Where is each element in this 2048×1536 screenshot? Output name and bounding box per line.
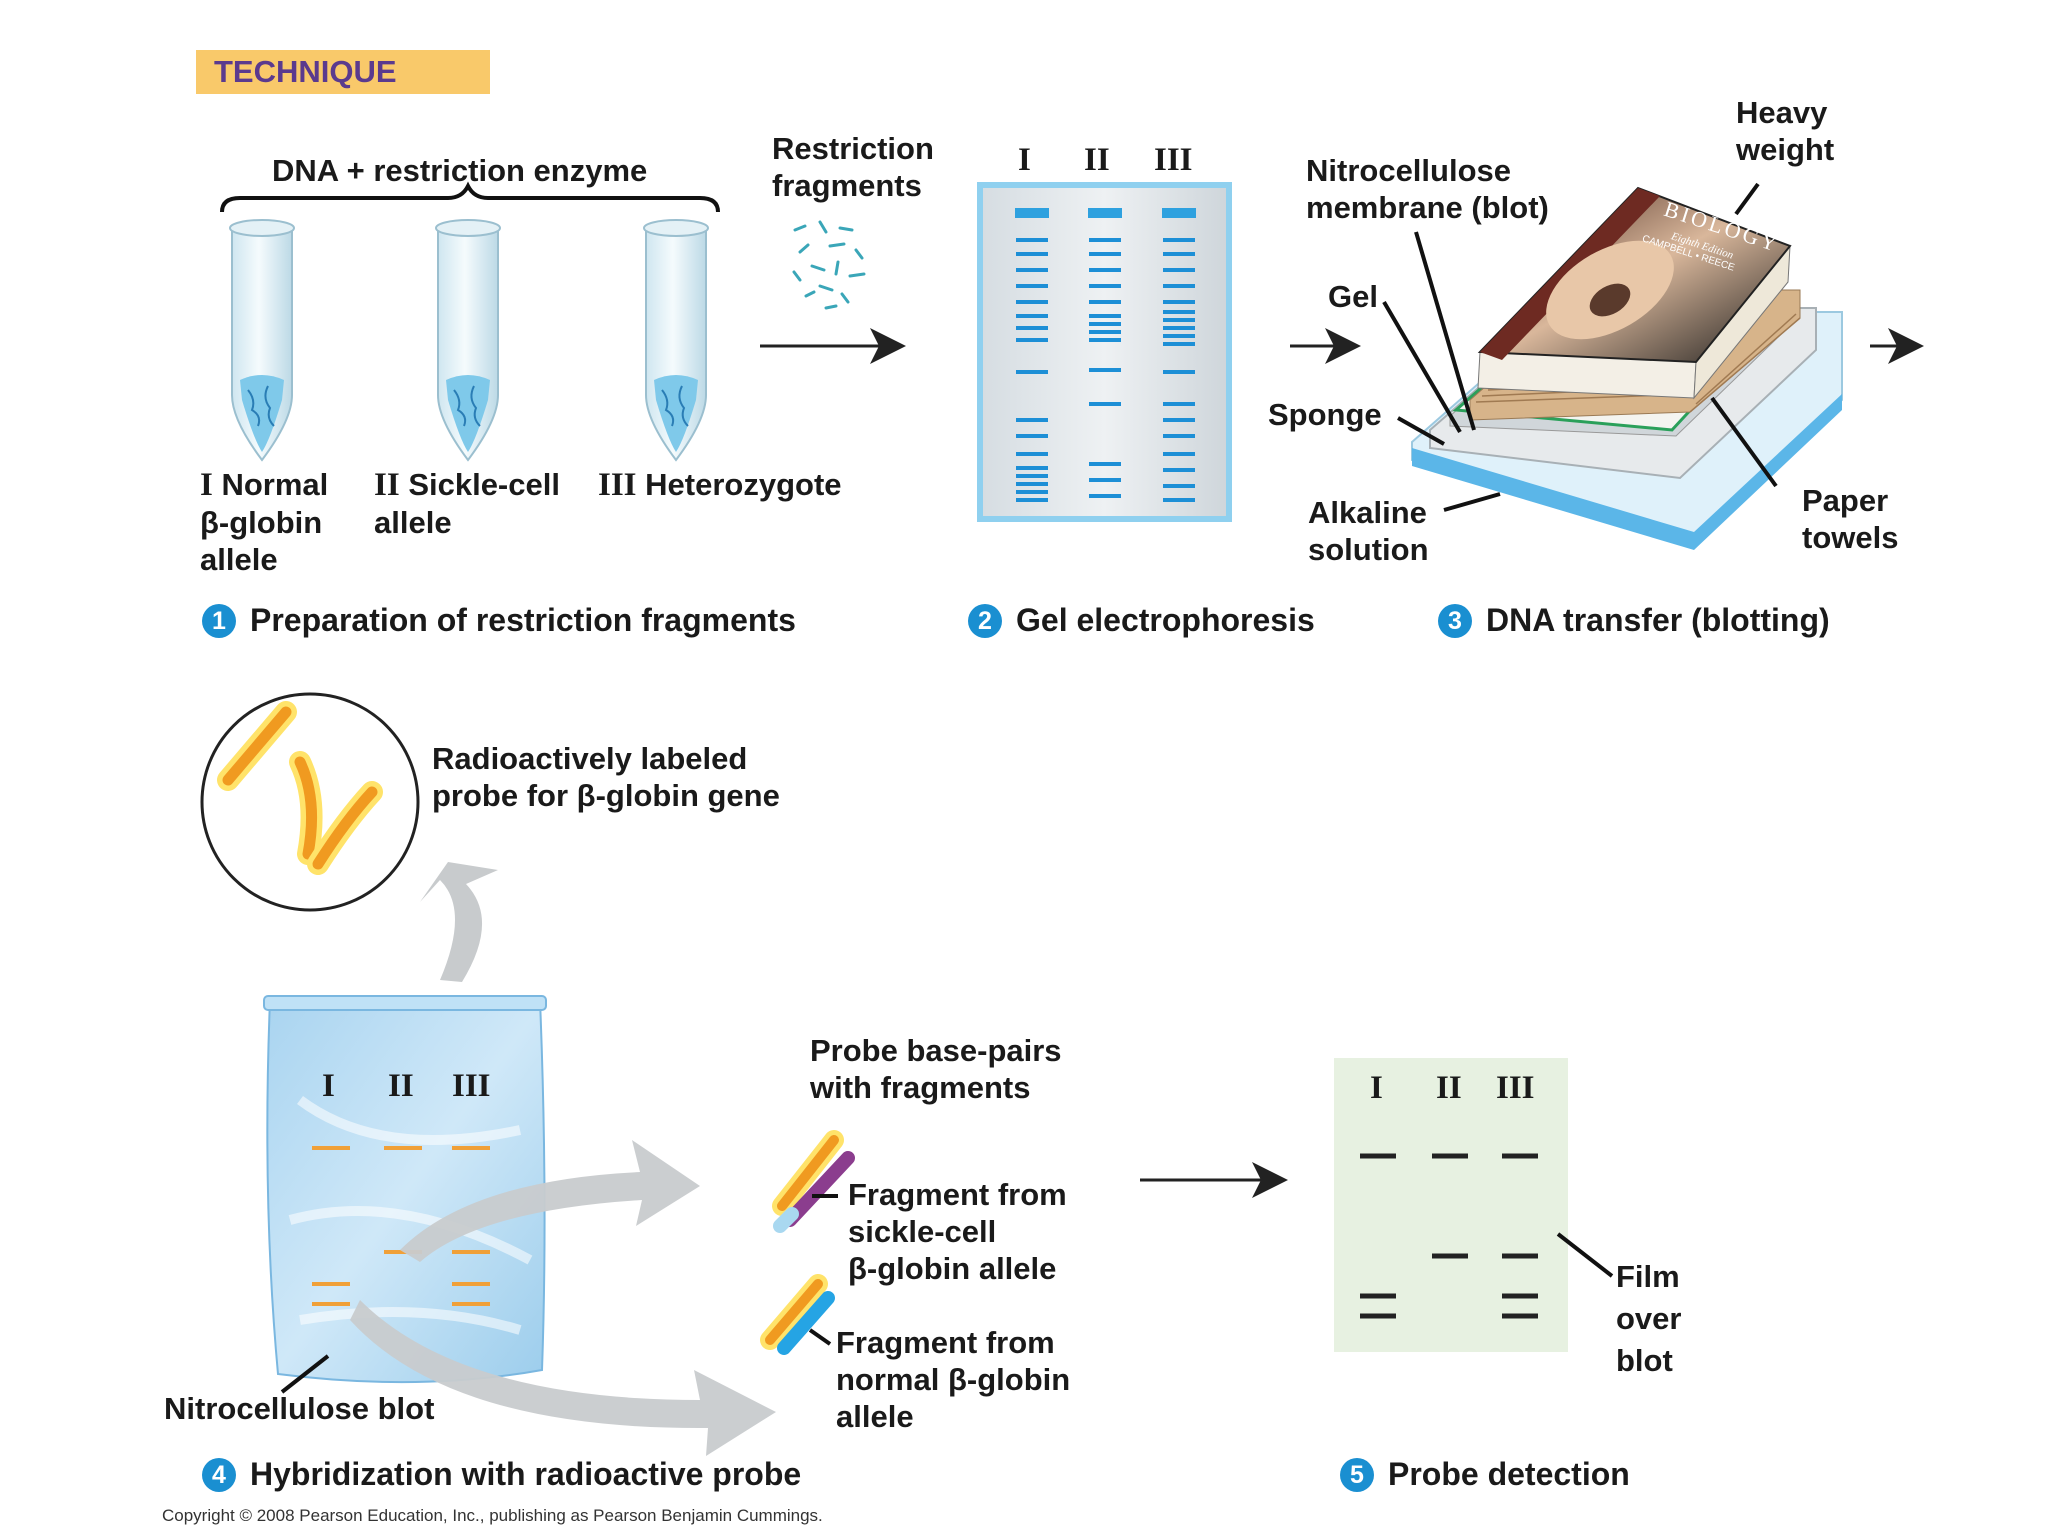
arrow-bag-to-probe (420, 862, 498, 982)
tube-1 (229, 219, 295, 462)
gel-lane-I: I (1018, 142, 1031, 178)
bag-lane-II: II (388, 1068, 414, 1104)
step-1-title: Preparation of restriction fragments (250, 602, 796, 638)
tube-3-caption: III Heterozygote (598, 466, 842, 504)
restriction-fragments (792, 220, 866, 310)
blot-leader (280, 1354, 330, 1394)
gel-label: Gel (1328, 279, 1378, 314)
brace-label: DNA + restriction enzyme (272, 153, 648, 188)
tube-3-numeral: III (598, 467, 637, 503)
tube-3 (643, 219, 709, 462)
step-5: 5 Probe detection (1340, 1456, 1630, 1493)
restriction-fragments-label: Restriction fragments (772, 131, 934, 203)
step-2-number: 2 (968, 603, 1002, 638)
film-lane-II: II (1436, 1070, 1462, 1106)
tube-1-caption: I Normal β-globin allele (200, 466, 328, 578)
tube-2-caption: II Sickle-cell allele (374, 466, 560, 541)
probe-sickle-pair (772, 1130, 855, 1233)
step-4-title: Hybridization with radioactive probe (250, 1456, 802, 1492)
probe-normal-pair (760, 1274, 835, 1355)
step-5-title: Probe detection (1388, 1456, 1630, 1492)
paper-towels-label: Paper towels (1802, 483, 1899, 555)
gel-lane-III: III (1154, 142, 1193, 178)
tube-3-label: Heterozygote (645, 467, 842, 502)
bag-bands (312, 1146, 490, 1306)
film-lane-III: III (1496, 1070, 1535, 1106)
step-3: 3 DNA transfer (blotting) (1438, 602, 1830, 639)
alkaline-label: Alkaline solution (1308, 495, 1429, 567)
tube-1-numeral: I (200, 467, 213, 503)
film-label: Film over blot (1616, 1259, 1682, 1378)
film (1334, 1058, 1568, 1352)
bag-lane-III: III (452, 1068, 491, 1104)
step-2-title: Gel electrophoresis (1016, 602, 1315, 638)
brace (220, 181, 720, 213)
step-1: 1 Preparation of restriction fragments (202, 602, 796, 639)
probe-circle (200, 692, 420, 912)
arrow-bag-to-sickle (400, 1140, 700, 1262)
tube-2-label: Sickle-cell allele (374, 467, 560, 540)
normal-fragment-label: Fragment from normal β-globin allele (836, 1325, 1071, 1434)
panel3-leaders (1382, 182, 1778, 512)
gel-wells (1015, 208, 1196, 218)
gel-bands (1016, 238, 1195, 502)
basepair-label: Probe base-pairs with fragments (810, 1033, 1062, 1105)
tube-1-label: Normal β-globin allele (200, 467, 329, 577)
step-1-number: 1 (202, 603, 236, 638)
heavy-weight-label: Heavy weight (1736, 95, 1835, 167)
technique-title: TECHNIQUE (214, 54, 397, 89)
step-3-number: 3 (1438, 603, 1472, 638)
step-4: 4 Hybridization with radioactive probe (202, 1456, 801, 1493)
blotting-apparatus (1411, 186, 1843, 550)
gel (977, 182, 1232, 522)
copyright-text: Copyright © 2008 Pearson Education, Inc.… (162, 1506, 823, 1525)
film-leader (1556, 1232, 1614, 1278)
film-lane-I: I (1370, 1070, 1383, 1106)
step-5-number: 5 (1340, 1457, 1374, 1492)
sickle-fragment-label: Fragment from sickle-cell β-globin allel… (848, 1177, 1067, 1286)
tube-2 (435, 219, 501, 462)
arrow-bag-to-normal (350, 1300, 776, 1456)
tube-2-numeral: II (374, 467, 400, 503)
hybridization-bag (263, 995, 547, 1384)
step-4-number: 4 (202, 1457, 236, 1492)
bag-lane-I: I (322, 1068, 335, 1104)
sponge-label: Sponge (1268, 397, 1382, 432)
step-2: 2 Gel electrophoresis (968, 602, 1315, 639)
film-bands (1360, 1153, 1538, 1319)
gel-lane-II: II (1084, 142, 1110, 178)
nitrocellulose-blot-label: Nitrocellulose blot (164, 1391, 435, 1426)
technique-box (196, 50, 490, 94)
step-3-title: DNA transfer (blotting) (1486, 602, 1830, 638)
probe-label: Radioactively labeled probe for β-globin… (432, 741, 780, 813)
nitrocellulose-label: Nitrocellulose membrane (blot) (1306, 153, 1549, 225)
